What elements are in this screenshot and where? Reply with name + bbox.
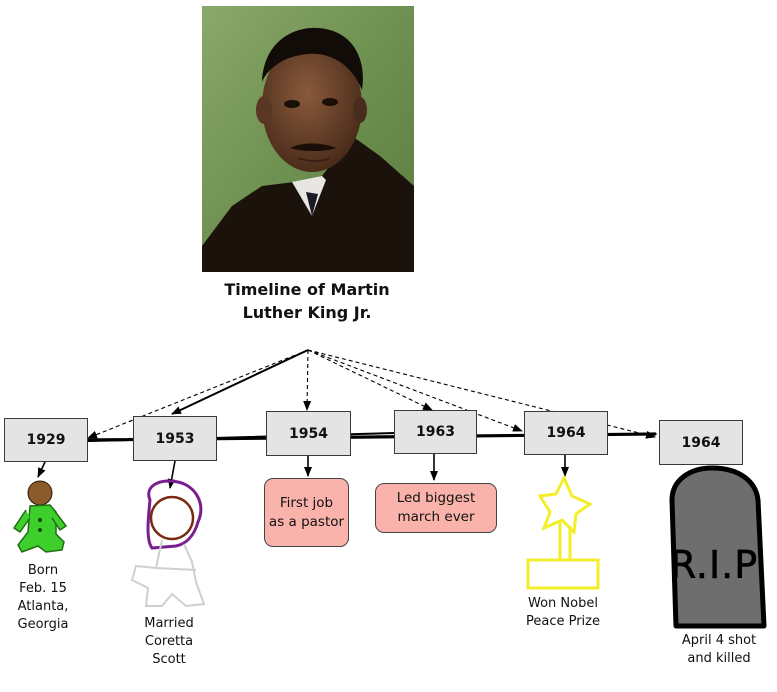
event-box-first-job: First job as a pastor	[264, 478, 349, 547]
event-arrows	[37, 453, 569, 489]
caption-line: Won Nobel	[528, 596, 598, 611]
caption-line: Scott	[152, 652, 186, 667]
event-line: First job	[279, 494, 334, 511]
event-line: march ever	[397, 509, 475, 525]
caption-line: and killed	[687, 651, 751, 666]
year-box-1963: 1963	[394, 410, 477, 454]
caption-line: Married	[144, 616, 194, 631]
caption-line: Atlanta,	[17, 599, 69, 614]
year-box-1964-death: 1964	[659, 420, 743, 465]
caption-line: Georgia	[17, 617, 69, 632]
wedding-drawing	[130, 479, 206, 608]
title-line-2: Luther King Jr.	[242, 303, 372, 322]
tombstone-drawing: R.I.P	[669, 465, 767, 629]
caption-married: Married Coretta Scott	[128, 615, 210, 669]
baby-drawing	[12, 480, 68, 553]
caption-line: April 4 shot	[681, 633, 757, 648]
caption-line: Feb. 15	[19, 581, 67, 596]
caption-born: Born Feb. 15 Atlanta, Georgia	[4, 562, 82, 634]
year-box-1954: 1954	[266, 411, 351, 456]
title-line-1: Timeline of Martin	[224, 280, 390, 299]
event-line: Led biggest	[396, 490, 476, 506]
caption-line: Peace Prize	[525, 614, 600, 629]
nobel-prize-drawing	[526, 474, 600, 590]
caption-death: April 4 shot and killed	[666, 632, 772, 668]
caption-nobel: Won Nobel Peace Prize	[514, 595, 612, 631]
caption-line: Coretta	[144, 634, 194, 649]
year-box-1964-nobel: 1964	[524, 411, 608, 455]
event-line: as a pastor	[268, 513, 345, 530]
diagram-title: Timeline of Martin Luther King Jr.	[170, 278, 444, 324]
tombstone-text: R.I.P	[670, 543, 758, 587]
year-box-1953: 1953	[133, 416, 217, 461]
portrait-photo	[202, 6, 414, 272]
caption-line: Born	[27, 563, 59, 578]
year-box-1929: 1929	[4, 418, 88, 462]
hub-connectors	[87, 349, 656, 439]
event-box-march: Led biggest march ever	[375, 483, 497, 533]
